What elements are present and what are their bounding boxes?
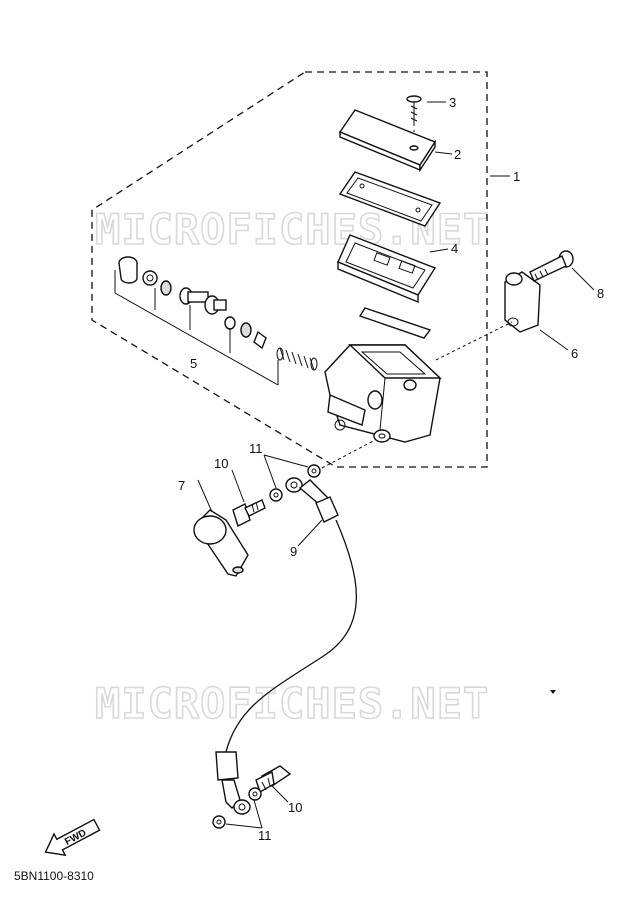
master-cylinder-body	[324, 344, 442, 443]
diaphragm-plate	[338, 171, 442, 227]
union-bolt-upper-part	[232, 499, 266, 527]
piston-kit-part	[114, 256, 318, 386]
diagram-code: 5BN1100-8310	[14, 869, 94, 883]
callout-5: 5	[190, 356, 197, 371]
callout-7: 7	[178, 478, 185, 493]
diaphragm-part	[337, 234, 437, 304]
stray-mark	[550, 690, 556, 694]
callout-11-upper: 11	[249, 441, 263, 456]
callout-8: 8	[597, 286, 604, 301]
fwd-label: FWD	[63, 828, 88, 848]
reservoir-cap-part	[338, 109, 437, 173]
clamp-bolt-part	[529, 250, 574, 282]
fwd-arrow-icon: FWD	[44, 818, 101, 857]
callout-9: 9	[290, 544, 297, 559]
gaskets-upper-part	[269, 439, 376, 502]
callout-1: 1	[513, 169, 520, 184]
union-bolt-lower-part	[255, 765, 292, 794]
callout-11-lower: 11	[258, 828, 272, 843]
callout-10-upper: 10	[214, 456, 228, 471]
holder-clamp-part	[435, 271, 541, 361]
callout-10-lower: 10	[288, 800, 302, 815]
callout-6: 6	[571, 346, 578, 361]
callout-2: 2	[454, 147, 461, 162]
float-plate	[358, 307, 432, 339]
leader-lines	[197, 101, 595, 829]
callout-3: 3	[449, 95, 456, 110]
spring	[276, 347, 318, 371]
assembly-boundary	[91, 71, 488, 468]
brake-hose-part	[215, 477, 357, 815]
lever-boot-part	[193, 509, 249, 577]
gaskets-lower-part	[212, 787, 262, 829]
watermark-bottom: MICROFICHES.NET	[95, 679, 489, 728]
callout-4: 4	[451, 241, 458, 256]
